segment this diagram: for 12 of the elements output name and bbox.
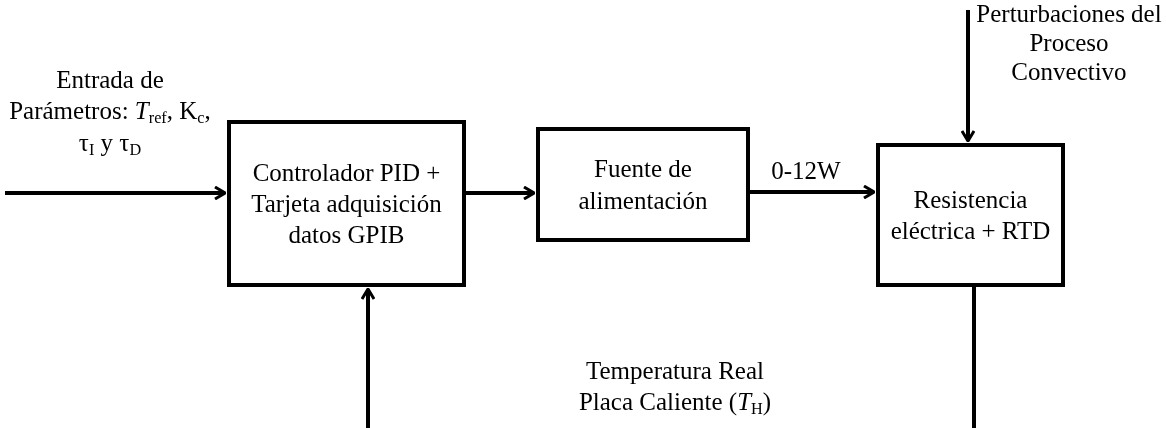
edge-label: Perturbaciones del Proceso Convectivo <box>975 0 1163 87</box>
arrow <box>750 184 876 200</box>
edge-label: Temperatura Real Placa Caliente (T$_{H}$) <box>577 356 773 418</box>
arrow <box>360 287 976 428</box>
process-box: Controlador PID + Tarjeta adquisición datos GPIB <box>227 120 466 287</box>
edge-label: Entrada de Parámetros: T$_{ref}$, K$_{c}$, τ$_{I}$ y τ$_{D}$ <box>8 65 212 158</box>
arrow <box>960 10 976 143</box>
edge-label: 0-12W <box>770 156 842 186</box>
arrow <box>466 185 536 201</box>
process-box: Fuente de alimentación <box>536 127 750 242</box>
arrow <box>5 185 227 201</box>
process-box: Resistencia eléctrica + RTD <box>876 143 1065 287</box>
